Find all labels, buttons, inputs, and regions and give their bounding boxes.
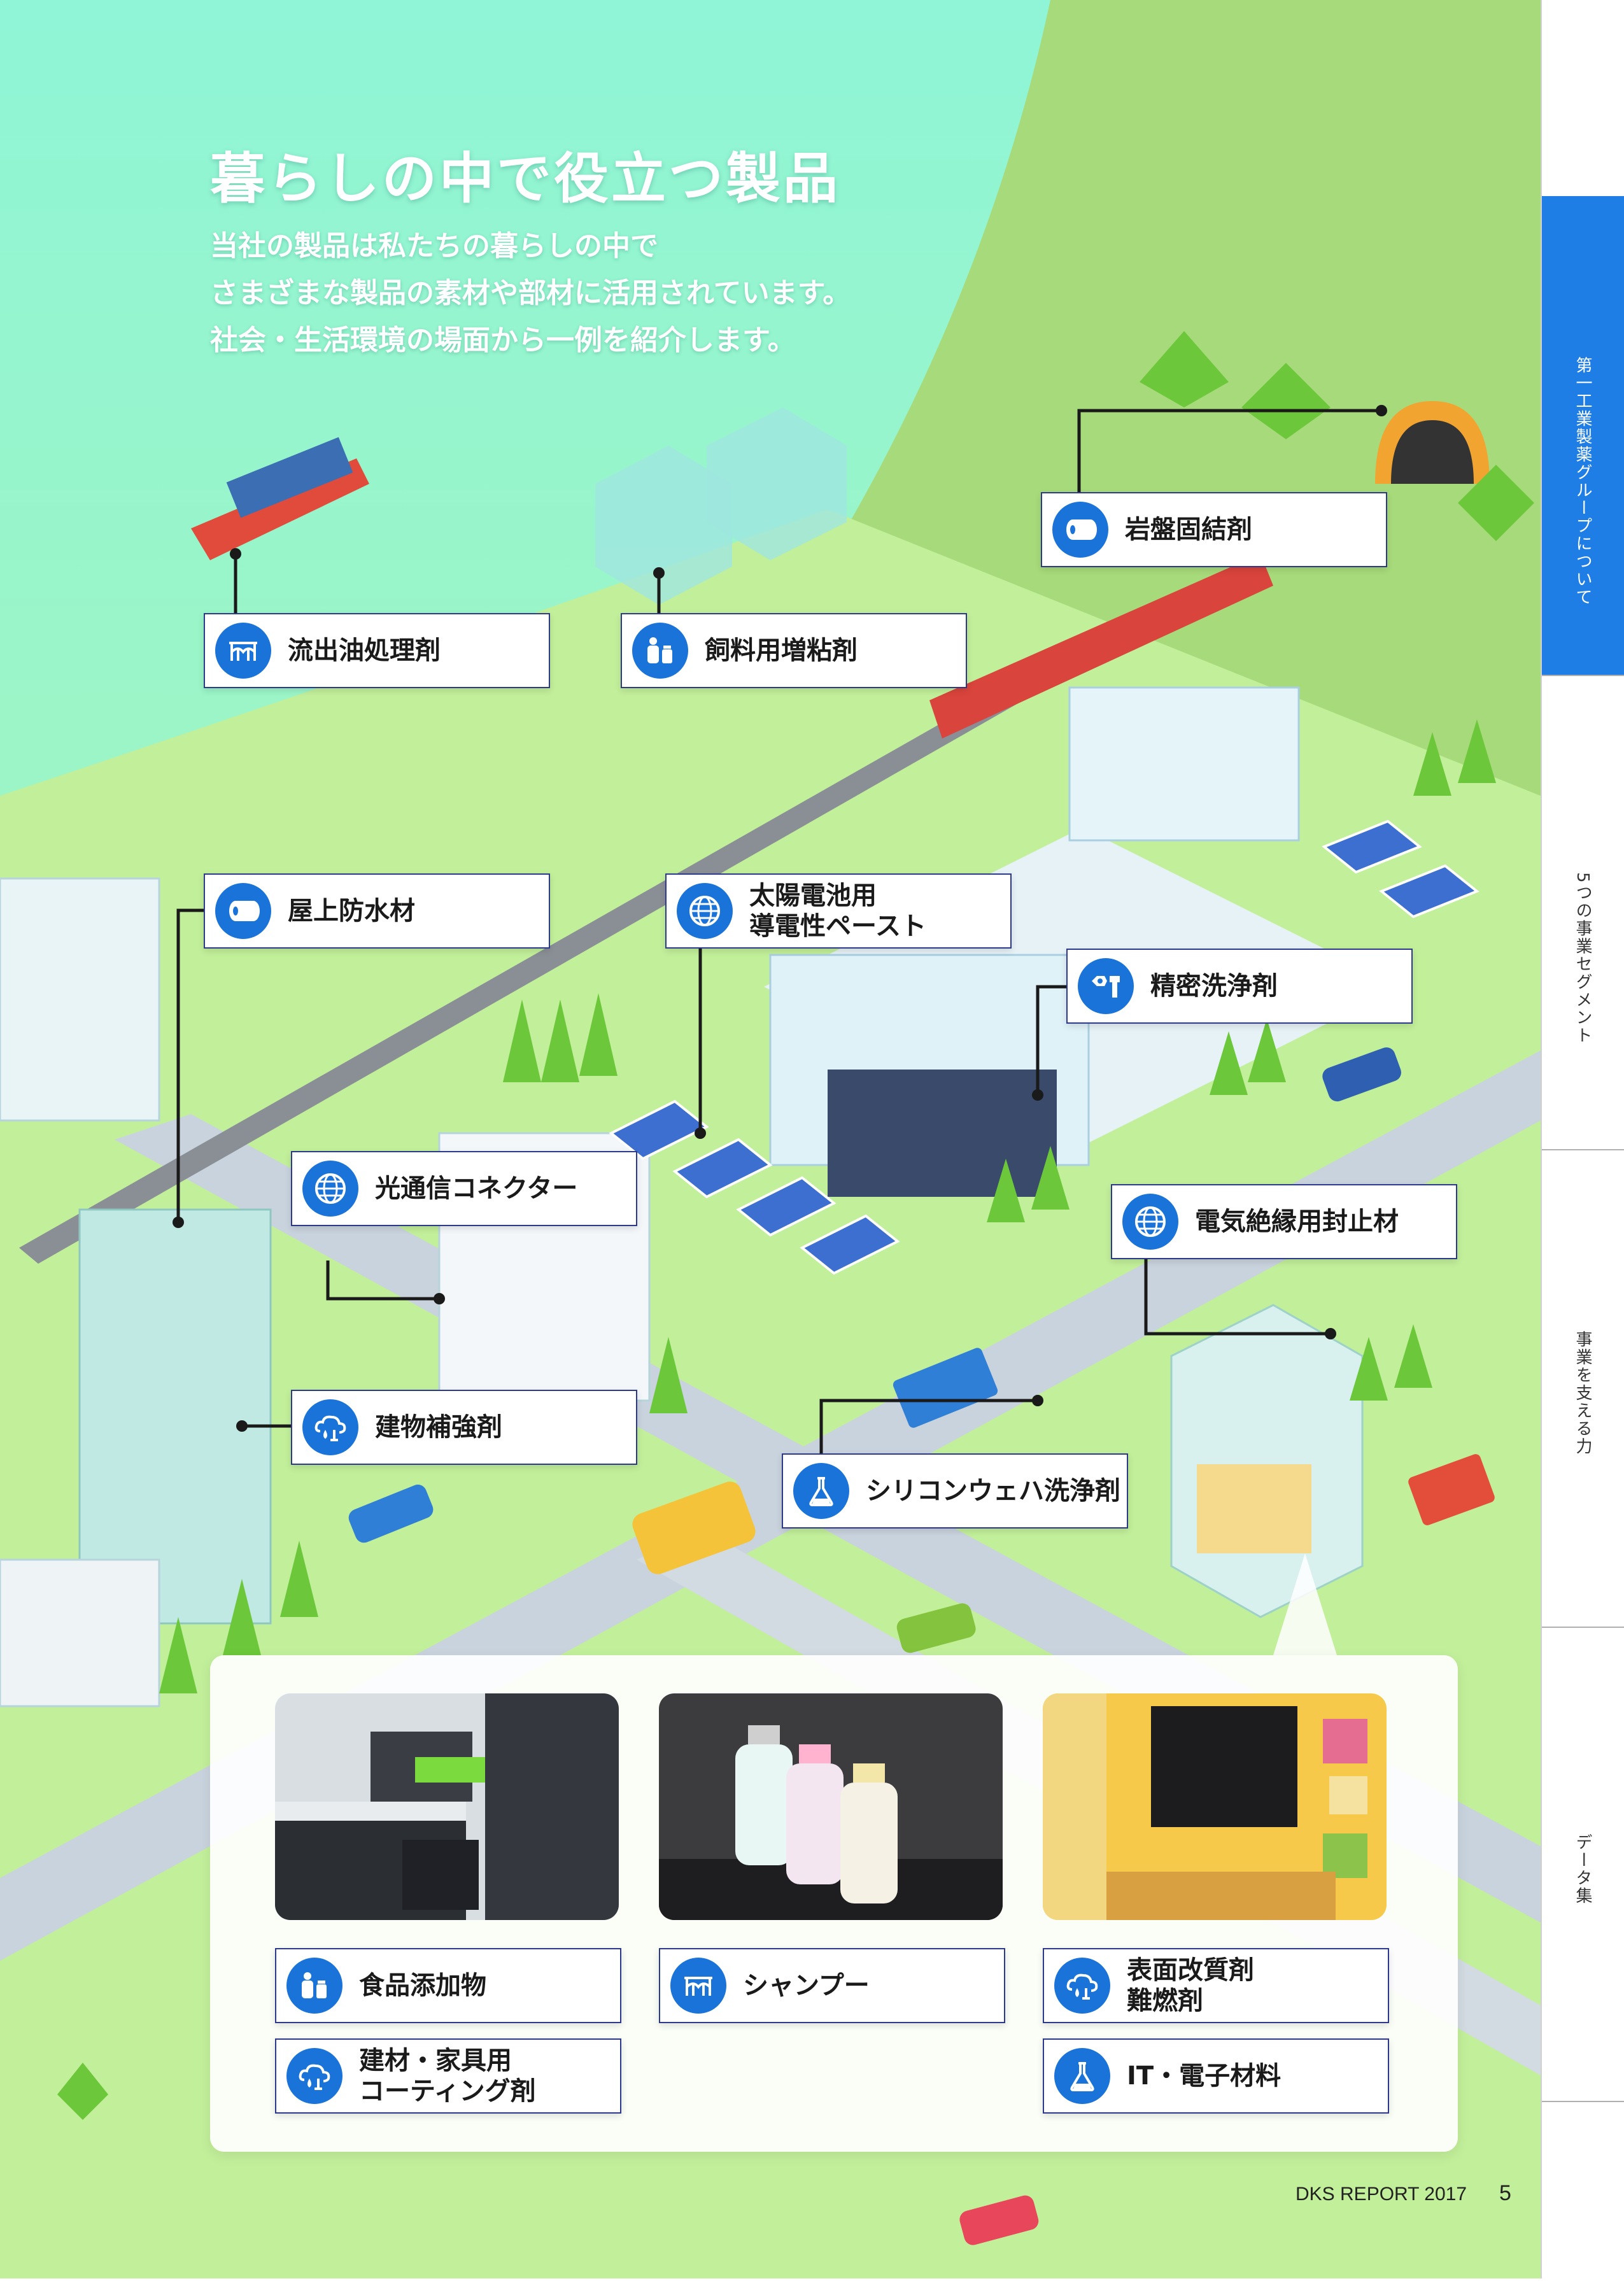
label-roof-waterproofing: 屋上防水材 bbox=[204, 873, 550, 949]
label-insulation-sealant: 電気絶縁用封止材 bbox=[1111, 1184, 1457, 1259]
cloud-drop-icon bbox=[286, 2048, 342, 2104]
side-nav: 第一工業製薬グループについて 5つの事業セグメント 事業を支える力 データ集 bbox=[1541, 0, 1624, 2278]
red-car bbox=[959, 2195, 1039, 2245]
bottles-icon bbox=[632, 623, 688, 679]
label-rock-consolidant: 岩盤固結剤 bbox=[1041, 492, 1387, 567]
side-nav-item-segments[interactable]: 5つの事業セグメント bbox=[1573, 872, 1592, 1045]
cloud-drop-icon bbox=[1054, 1958, 1110, 2014]
shampoo-photo bbox=[659, 1693, 1003, 1920]
solar-panels bbox=[609, 819, 1479, 1275]
label-text: 電気絶縁用封止材 bbox=[1195, 1207, 1399, 1236]
house bbox=[1170, 1304, 1364, 1618]
label-text: シャンプー bbox=[743, 1971, 870, 2000]
label-text: 精密洗浄剤 bbox=[1150, 971, 1278, 1001]
label-shampoo: シャンプー bbox=[659, 1948, 1005, 2023]
tank-icon bbox=[670, 1958, 726, 2014]
globe-icon bbox=[677, 883, 733, 939]
bottles-icon bbox=[286, 1958, 342, 2014]
cloud-drop-icon bbox=[302, 1399, 358, 1455]
glass-tower bbox=[78, 1208, 272, 1625]
label-text: 食品添加物 bbox=[359, 1971, 486, 2000]
label-wafer-cleaner: シリコンウェハ洗浄剤 bbox=[782, 1453, 1128, 1529]
label-it-materials: IT・電子材料 bbox=[1043, 2038, 1389, 2114]
bus bbox=[632, 1481, 756, 1574]
label-food-additive: 食品添加物 bbox=[275, 1948, 621, 2023]
suv bbox=[1322, 1047, 1401, 1102]
side-nav-item-group[interactable]: 第一工業製薬グループについて bbox=[1573, 357, 1592, 606]
label-solar-paste: 太陽電池用 導電性ペースト bbox=[665, 873, 1012, 949]
bolt-nut-icon bbox=[1078, 958, 1134, 1014]
label-line: 建材・家具用 bbox=[359, 2046, 512, 2075]
intro-line: さまざまな製品の素材や部材に活用されています。 bbox=[210, 277, 851, 309]
intro-line: 当社の製品は私たちの暮らしの中で bbox=[210, 230, 658, 262]
label-text: 岩盤固結剤 bbox=[1125, 515, 1252, 544]
truck bbox=[893, 1348, 998, 1428]
house-interior bbox=[1197, 1464, 1311, 1553]
train bbox=[929, 554, 1273, 738]
label-text: 建材・家具用 コーティング剤 bbox=[359, 2045, 536, 2107]
side-nav-item-data[interactable]: データ集 bbox=[1573, 1833, 1592, 1905]
living-room-photo bbox=[1043, 1693, 1387, 1920]
label-optical-connector: 光通信コネクター bbox=[291, 1151, 637, 1226]
side-nav-divider bbox=[1542, 1627, 1624, 1628]
label-text: シリコンウェハ洗浄剤 bbox=[866, 1476, 1120, 1506]
railway bbox=[19, 643, 1101, 1264]
delivery-truck bbox=[1408, 1454, 1495, 1525]
side-nav-active-bg bbox=[1542, 196, 1624, 675]
warehouse bbox=[1068, 686, 1300, 842]
page-title: 暮らしの中で役立つ製品 bbox=[210, 147, 840, 211]
globe-icon bbox=[302, 1161, 358, 1217]
flask-icon bbox=[793, 1463, 849, 1519]
label-building-reinforcement: 建物補強剤 bbox=[291, 1390, 637, 1465]
label-line: コーティング剤 bbox=[359, 2077, 536, 2106]
low-building bbox=[0, 1558, 160, 1707]
side-nav-divider bbox=[1542, 1149, 1624, 1150]
label-text: IT・電子材料 bbox=[1127, 2061, 1282, 2091]
label-oil-treatment: 流出油処理剤 bbox=[204, 613, 550, 688]
label-text: 表面改質剤 難燃剤 bbox=[1127, 1955, 1254, 2016]
flask-icon bbox=[1054, 2048, 1110, 2104]
tank-icon bbox=[215, 623, 271, 679]
factory-interior bbox=[828, 1070, 1057, 1197]
intro-line: 社会・生活環境の場面から一例を紹介します。 bbox=[210, 324, 796, 357]
label-line: 難燃剤 bbox=[1127, 1986, 1203, 2016]
report-name: DKS REPORT 2017 bbox=[1296, 2184, 1467, 2205]
office-tower bbox=[0, 877, 160, 1122]
fish-tank bbox=[595, 446, 732, 605]
label-text: 流出油処理剤 bbox=[288, 636, 441, 665]
page-number: 5 bbox=[1499, 2181, 1511, 2205]
label-text: 飼料用増粘剤 bbox=[705, 636, 858, 665]
globe-icon bbox=[1122, 1194, 1178, 1250]
label-text: 建物補強剤 bbox=[375, 1413, 502, 1442]
side-nav-item-strengths[interactable]: 事業を支える力 bbox=[1573, 1331, 1592, 1455]
label-text: 太陽電池用 導電性ペースト bbox=[749, 880, 926, 942]
label-text: 屋上防水材 bbox=[288, 896, 415, 926]
car bbox=[348, 1485, 434, 1543]
trees bbox=[57, 331, 1534, 2120]
roll-icon bbox=[1052, 502, 1108, 558]
label-precision-cleaner: 精密洗浄剤 bbox=[1066, 949, 1413, 1024]
label-surface-modifier: 表面改質剤 難燃剤 bbox=[1043, 1948, 1389, 2023]
label-line: 導電性ペースト bbox=[749, 912, 926, 941]
label-line: 太陽電池用 bbox=[749, 881, 877, 910]
fish-tank bbox=[707, 407, 847, 560]
side-nav-divider bbox=[1542, 2101, 1624, 2102]
kitchen-photo bbox=[275, 1693, 619, 1920]
label-coating-agent: 建材・家具用 コーティング剤 bbox=[275, 2038, 621, 2114]
label-line: 表面改質剤 bbox=[1127, 1956, 1254, 1985]
connector-lines bbox=[176, 409, 1381, 1464]
roll-icon bbox=[215, 883, 271, 939]
green-car bbox=[896, 1603, 976, 1653]
label-text: 光通信コネクター bbox=[375, 1174, 578, 1203]
intro-text: 当社の製品は私たちの暮らしの中で さまざまな製品の素材や部材に活用されています。… bbox=[210, 223, 851, 364]
label-feed-thickener: 飼料用増粘剤 bbox=[621, 613, 967, 688]
side-nav-divider bbox=[1542, 675, 1624, 676]
